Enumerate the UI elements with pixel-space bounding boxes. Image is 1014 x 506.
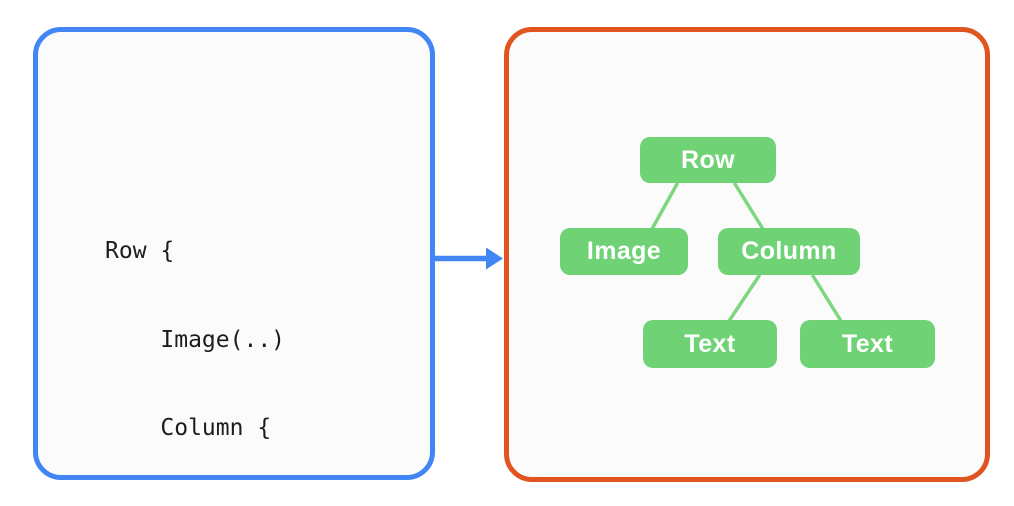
- tree-node-column: Column: [718, 228, 860, 275]
- code-line: Row {: [105, 238, 175, 264]
- code-block: Row { Image(..) Column { Text(..) Text(.…: [105, 178, 327, 506]
- tree-node-text-1: Text: [643, 320, 777, 368]
- code-line: Column {: [105, 415, 272, 441]
- code-line: Image(..): [105, 326, 286, 353]
- tree-node-row: Row: [640, 137, 776, 183]
- tree-panel: Row Image Column Text Text: [504, 27, 990, 482]
- tree-node-text-2: Text: [800, 320, 935, 368]
- code-panel: Row { Image(..) Column { Text(..) Text(.…: [33, 27, 435, 506]
- tree-node-image: Image: [560, 228, 688, 275]
- code-line: Text(..): [105, 503, 327, 506]
- arrow-head-icon: [486, 247, 503, 270]
